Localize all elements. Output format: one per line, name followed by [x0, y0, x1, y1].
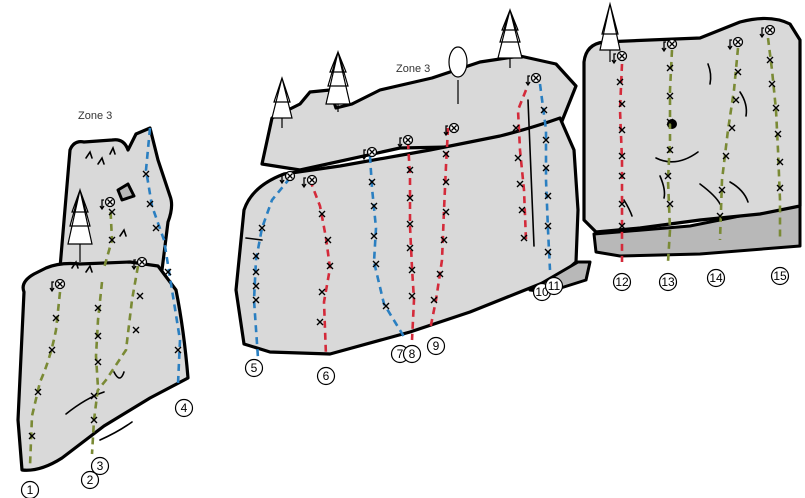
route-number-label: 4 [181, 401, 188, 415]
route-number-11: 11 [546, 278, 563, 295]
route-number-12: 12 [614, 274, 631, 291]
route-number-label: 8 [409, 347, 416, 361]
route-number-label: 14 [709, 271, 723, 285]
zone-label: Zone 3 [396, 63, 430, 75]
route-number-label: 7 [397, 347, 404, 361]
route-number-3: 3 [92, 458, 109, 475]
route-number-label: 3 [97, 459, 104, 473]
route-number-6: 6 [318, 368, 335, 385]
route-number-9: 9 [428, 338, 445, 355]
route-number-15: 15 [772, 268, 789, 285]
tree-icon [326, 52, 350, 112]
route-number-4: 4 [176, 400, 193, 417]
route-number-14: 14 [708, 270, 725, 287]
route-number-label: 13 [661, 275, 675, 289]
right-boulder [584, 18, 800, 256]
route-number-label: 11 [548, 279, 561, 293]
route-number-label: 5 [251, 361, 258, 375]
route-number-13: 13 [660, 274, 677, 291]
zone-label: Zone 3 [78, 110, 112, 122]
route-number-label: 9 [433, 339, 440, 353]
route-number-1: 1 [22, 482, 39, 498]
route-number-8: 8 [404, 346, 421, 363]
route-number-label: 1 [27, 483, 34, 497]
route-number-label: 12 [615, 275, 629, 289]
route-number-label: 2 [87, 473, 94, 487]
route-number-label: 6 [323, 369, 330, 383]
left-boulder [18, 128, 188, 470]
route-number-5: 5 [246, 360, 263, 377]
route-number-label: 15 [773, 269, 787, 283]
